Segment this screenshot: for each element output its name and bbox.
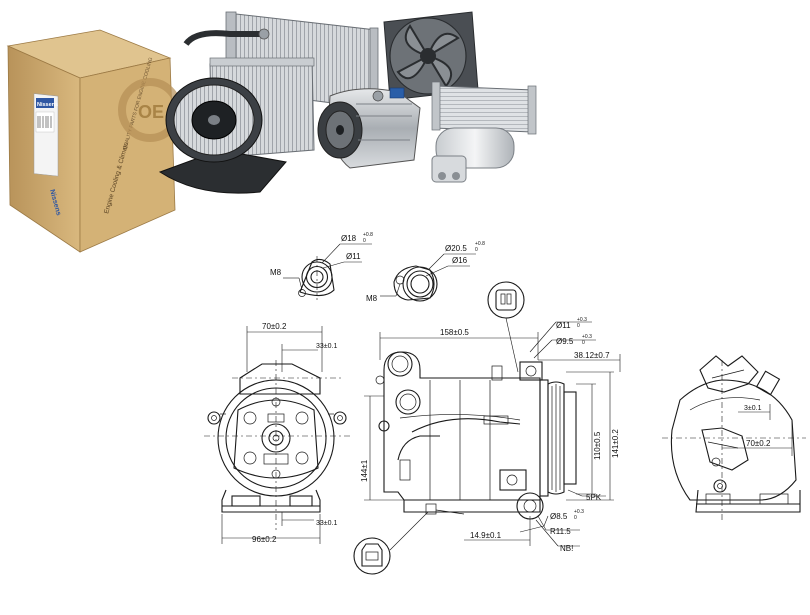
- side-overall-height: 141±0.2: [611, 429, 620, 458]
- rear-view: 3±0.1 70±0.2: [662, 355, 806, 520]
- port1-outer-dia: Ø18: [341, 234, 357, 243]
- box-brand-label: Nissens: [37, 102, 58, 108]
- side-hole3: Ø8.5: [550, 512, 568, 521]
- side-base-offset: 14.9±0.1: [470, 531, 502, 540]
- side-hole2: Ø9.5: [556, 337, 574, 346]
- front-offset-top: 33±0.1: [316, 343, 337, 350]
- side-hole1-tol-upper: +0.3: [577, 317, 587, 323]
- side-hole2-tol-upper: +0.3: [582, 334, 592, 340]
- port1-thread: M8: [270, 268, 282, 277]
- side-hole1: Ø11: [556, 321, 571, 330]
- side-hole3-tol-lower: 0: [574, 515, 577, 521]
- port1-outer-tol-upper: +0.8: [363, 232, 373, 238]
- side-belt: 5PK: [586, 493, 602, 502]
- photo-collage: Nissens Nissens Engine Cooling & Climate…: [6, 11, 537, 253]
- side-note: NB!: [560, 544, 573, 553]
- ac-compressor: [317, 87, 421, 169]
- heater-core: [431, 81, 537, 135]
- side-radius: R11.5: [550, 527, 571, 536]
- front-top-width: 70±0.2: [262, 322, 287, 331]
- port1-outer-tol-lower: 0: [363, 238, 366, 244]
- side-pulley-dia: 110±0.5: [593, 431, 602, 460]
- side-view: 158±0.5 Ø11 +0.3 0 Ø9.5 +0.3 0 38.12±0.7: [353, 281, 621, 575]
- rear-width: 70±0.2: [746, 439, 771, 448]
- side-hole1-tol-lower: 0: [577, 323, 580, 329]
- receiver-drier: [431, 127, 515, 183]
- port1-inner-dia: Ø11: [346, 252, 361, 261]
- side-length: 158±0.5: [440, 328, 469, 337]
- port2-outer-tol-upper: +0.8: [475, 241, 485, 247]
- side-pulley-offset: 38.12±0.7: [574, 351, 610, 360]
- port2-outer-dia: Ø20.5: [445, 244, 467, 253]
- front-offset-bottom: 33±0.1: [316, 520, 337, 527]
- port-detail-2: Ø20.5 +0.8 0 Ø16 M8: [366, 241, 485, 303]
- nissens-box: Nissens Nissens Engine Cooling & Climate…: [6, 29, 183, 253]
- side-height: 144±1: [360, 459, 369, 482]
- front-view: 70±0.2 33±0.1: [204, 322, 350, 544]
- rear-offset: 3±0.1: [744, 405, 762, 412]
- port2-outer-tol-lower: 0: [475, 247, 478, 253]
- front-bottom-width: 96±0.2: [252, 535, 277, 544]
- cooling-fan: [383, 11, 479, 101]
- side-hole2-tol-lower: 0: [582, 340, 585, 346]
- port2-thread: M8: [366, 294, 378, 303]
- side-hole3-tol-upper: +0.3: [574, 509, 584, 515]
- port-detail-1: Ø18 +0.8 0 Ø11 M8: [270, 232, 373, 300]
- port2-inner-dia: Ø16: [452, 256, 468, 265]
- technical-drawing: Ø18 +0.8 0 Ø11 M8 Ø20.5 +0.8 0 Ø16 M8: [204, 232, 806, 575]
- blower-motor: [158, 77, 287, 194]
